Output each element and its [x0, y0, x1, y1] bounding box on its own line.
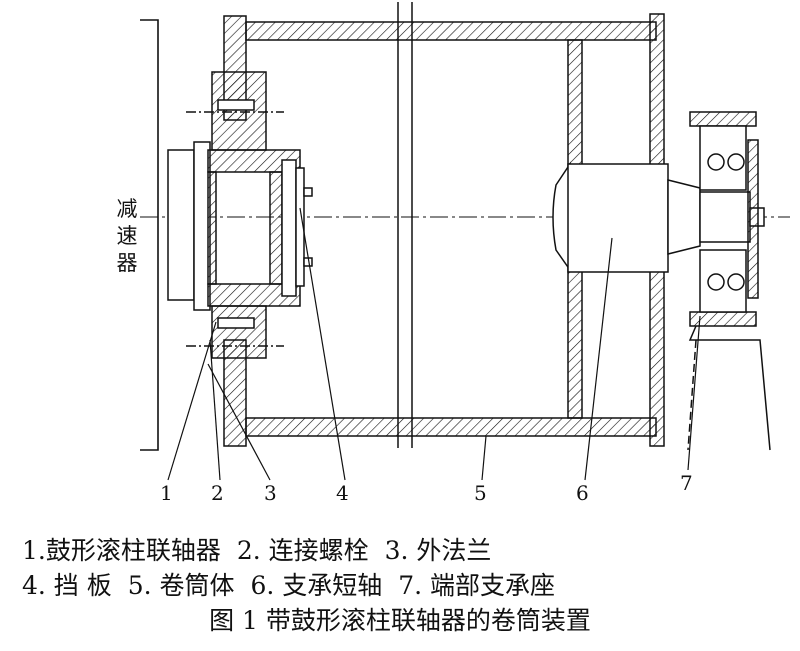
- legend-item-5: 5. 卷筒体: [127, 571, 235, 600]
- callout-2: 2: [211, 481, 224, 505]
- legend-line-2: 4. 挡 板 5. 卷筒体 6. 支承短轴 7. 端部支承座: [22, 571, 800, 601]
- leader-lines: [167, 207, 701, 481]
- callout-3: 3: [264, 481, 277, 505]
- legend-item-2: 2. 连接螺栓: [236, 536, 369, 565]
- end-bearing-seat: [687, 111, 771, 451]
- figure-title: 图 1 带鼓形滚柱联轴器的卷筒装置: [209, 606, 591, 635]
- callout-7: 7: [680, 471, 693, 495]
- legend-item-6: 6. 支承短轴: [250, 571, 383, 600]
- callout-4: 4: [336, 481, 349, 505]
- drum-assembly-drawing: 1 2 3 4 5 6 7: [140, 2, 790, 505]
- reducer-bracket: [140, 19, 159, 451]
- legend-line-1: 1.鼓形滚柱联轴器 2. 连接螺栓 3. 外法兰: [22, 536, 800, 566]
- legend-item-4: 4. 挡 板: [22, 571, 112, 600]
- reducer-label: 减 速 器: [112, 196, 142, 277]
- legend-item-1: 1.鼓形滚柱联轴器: [22, 536, 221, 565]
- coupling: [167, 71, 301, 359]
- callout-1: 1: [160, 481, 173, 505]
- reducer-label-char: 减: [116, 197, 138, 221]
- break-lines: [397, 2, 413, 448]
- callout-6: 6: [576, 481, 589, 505]
- legend-item-7: 7. 端部支承座: [398, 571, 556, 600]
- legend-item-3: 3. 外法兰: [384, 536, 492, 565]
- reducer-label-char: 速: [116, 224, 138, 248]
- support-stub-shaft: [552, 161, 765, 273]
- callout-5: 5: [474, 481, 487, 505]
- reducer-label-char: 器: [116, 251, 138, 275]
